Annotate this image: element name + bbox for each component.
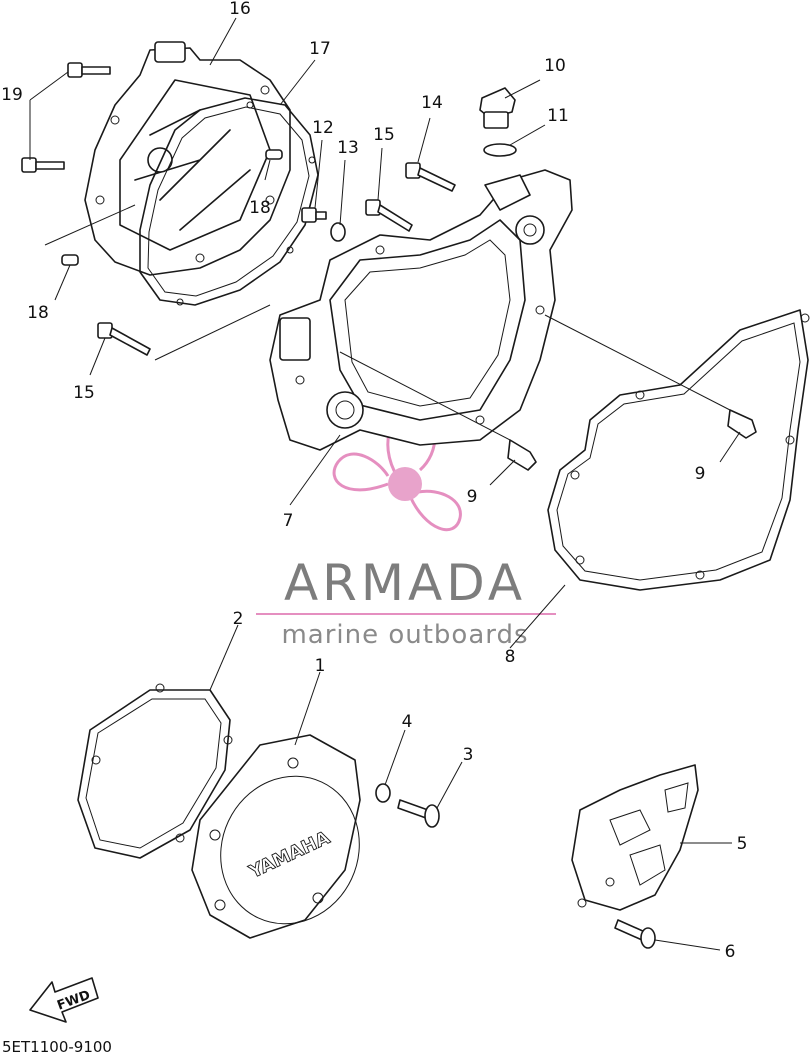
callout-3: 3: [463, 745, 474, 765]
callout-numbers: 16 17 19 18 18 15 12 13 15 14 10 11 7 9 …: [1, 0, 747, 962]
bolt-6: [614, 919, 656, 949]
watermark-title: ARMADA: [284, 554, 526, 612]
callout-5: 5: [737, 834, 748, 854]
generator-cover-gasket: [77, 683, 233, 859]
o-ring: [483, 143, 517, 157]
callout-15-right: 15: [373, 125, 395, 145]
generator-cover: YAMAHA: [191, 734, 361, 939]
bolt-12: [301, 207, 327, 223]
callout-2: 2: [233, 609, 244, 629]
bolt-15-right: [365, 199, 413, 232]
armada-watermark: ARMADA marine outboards: [256, 409, 556, 650]
watermark-subtitle: marine outboards: [281, 620, 528, 650]
callout-18-upper: 18: [249, 198, 271, 218]
callout-9-center: 9: [467, 487, 478, 507]
callout-15-left: 15: [73, 383, 95, 403]
callout-6: 6: [725, 942, 736, 962]
propeller-logo: [332, 409, 462, 532]
leader-lines: [29, 17, 741, 951]
dowel-9-right: [727, 409, 757, 439]
callout-18-lower: 18: [27, 303, 49, 323]
sprocket-cover: [571, 764, 699, 911]
bolt-19-lower: [21, 157, 65, 173]
clutch-cover: [84, 41, 291, 276]
callout-13: 13: [337, 138, 359, 158]
bolt-14: [405, 162, 456, 192]
callout-1: 1: [315, 656, 326, 676]
crankcase-cover: [269, 169, 573, 451]
callout-11: 11: [547, 106, 569, 126]
bolt-19-upper: [67, 62, 111, 78]
dowel-pin-upper: [265, 149, 283, 160]
fwd-arrow: FWD: [29, 977, 99, 1023]
dowel-9-center: [507, 439, 537, 471]
callout-16: 16: [229, 0, 251, 19]
washer-4: [375, 783, 391, 803]
callout-8: 8: [505, 647, 516, 667]
clutch-cover-gasket: [139, 97, 319, 306]
callout-9-right: 9: [695, 464, 706, 484]
callout-7: 7: [283, 511, 294, 531]
crankcase-gasket: [547, 309, 810, 591]
diagram-code: 5ET1100-9100: [2, 1038, 112, 1055]
bolt-3: [397, 799, 440, 828]
callout-17: 17: [309, 39, 331, 59]
callout-12: 12: [312, 118, 334, 138]
oil-filler-plug: [479, 87, 516, 129]
callout-19: 19: [1, 85, 23, 105]
dowel-pin-lower: [61, 254, 79, 266]
callout-10: 10: [544, 56, 566, 76]
washer-13: [330, 222, 346, 242]
callout-14: 14: [421, 93, 443, 113]
bolt-15-left: [97, 322, 151, 356]
callout-4: 4: [402, 712, 413, 732]
